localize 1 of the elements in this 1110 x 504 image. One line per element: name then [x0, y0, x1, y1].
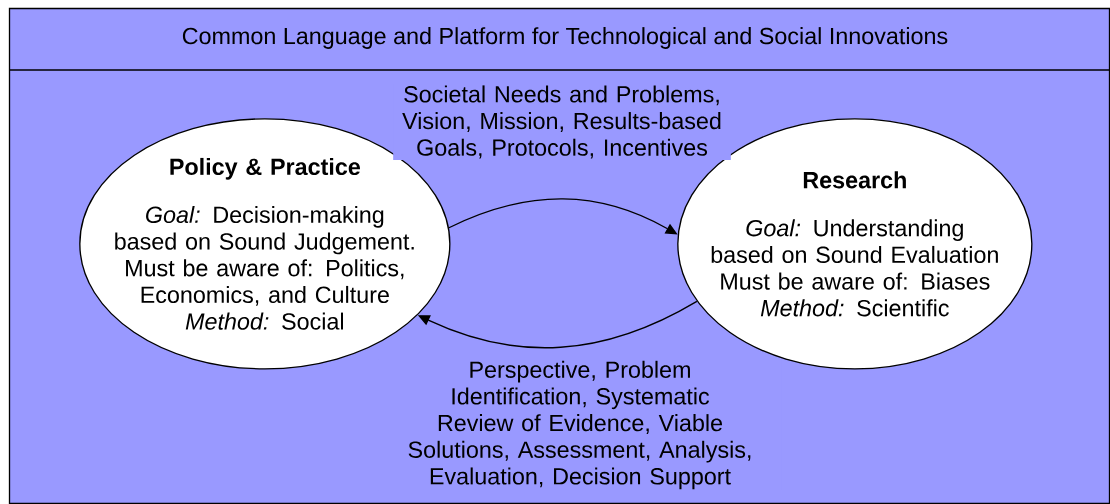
edge-label: Societal Needs and Problems, Vision, Mission, Results-based Goals, Protocols, Incentives — [393, 84, 731, 160]
